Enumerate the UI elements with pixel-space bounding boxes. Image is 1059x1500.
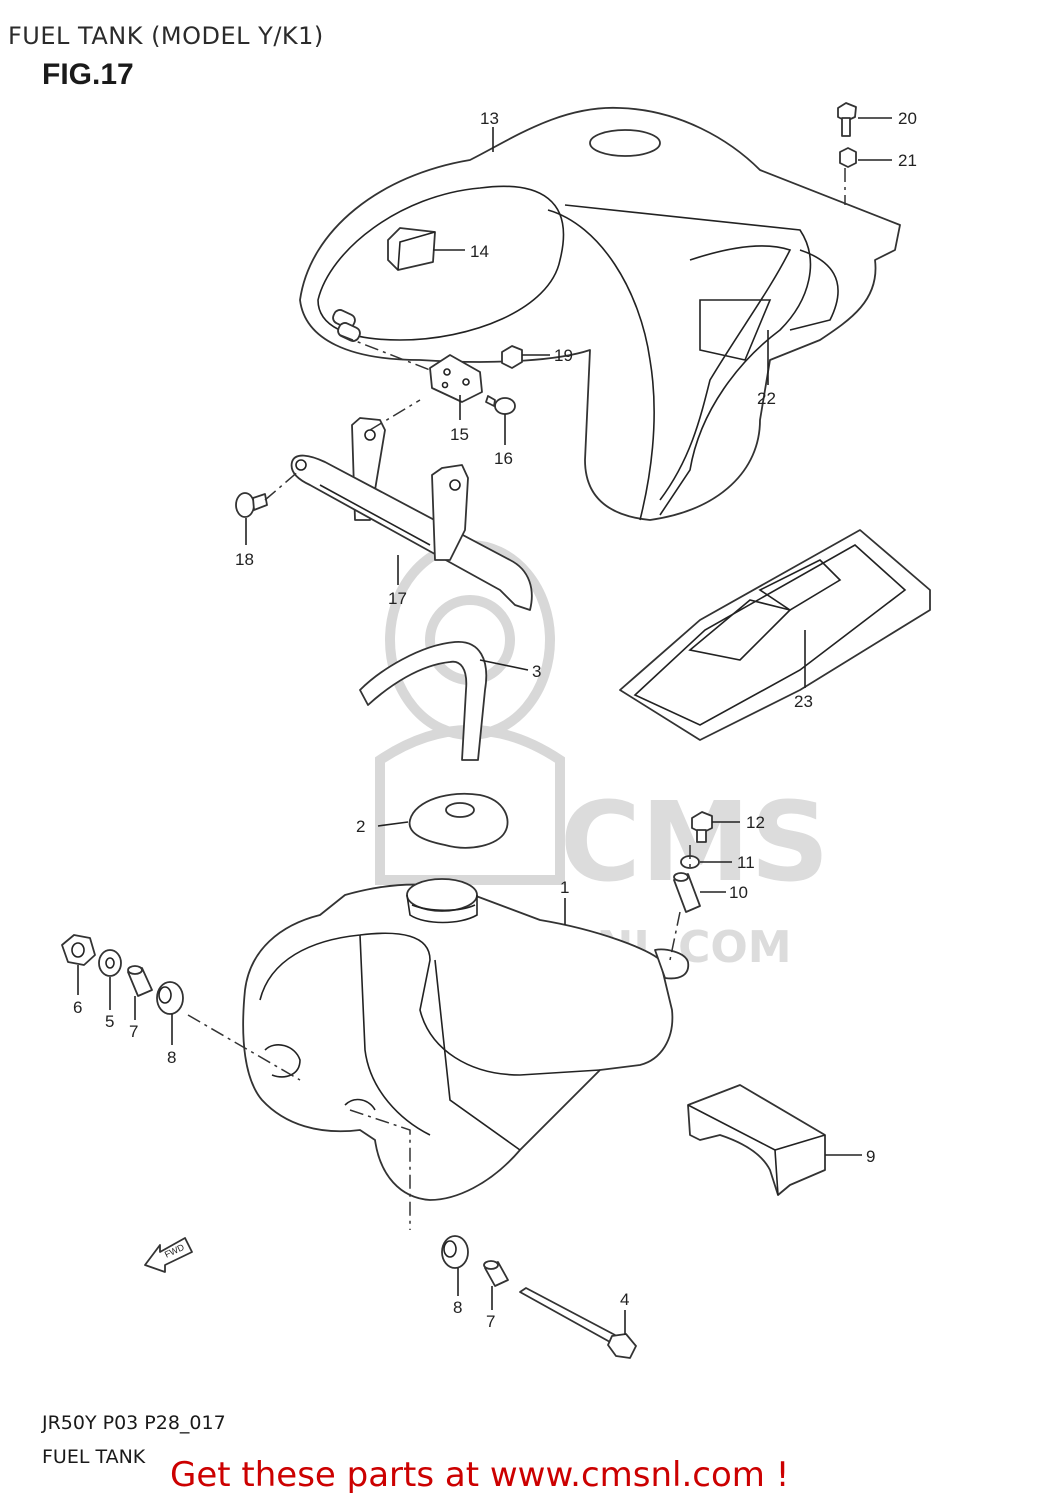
part-23-decal[interactable]: [619, 529, 931, 741]
part-8-grommet-b[interactable]: [441, 1235, 469, 1269]
part-14-sponge[interactable]: [387, 227, 436, 271]
callout-2: 2: [356, 817, 365, 836]
part-7-collar-a[interactable]: [127, 965, 153, 997]
callout-18: 18: [235, 550, 254, 569]
part-10-collar[interactable]: [673, 872, 701, 913]
callout-20: 20: [898, 109, 917, 128]
part-16-screw[interactable]: [485, 395, 516, 415]
callout-22: 22: [757, 389, 776, 408]
alignment-lines: [187, 168, 846, 1230]
part-21-collar[interactable]: [839, 147, 857, 168]
part-4-bolt[interactable]: [519, 1287, 637, 1359]
part-1-fuel-tank[interactable]: [242, 878, 690, 1201]
callout-12: 12: [746, 813, 765, 832]
part-12-bolt[interactable]: [691, 811, 713, 843]
callout-7a: 7: [129, 1022, 138, 1041]
callout-23: 23: [794, 692, 813, 711]
diagram-caption: FUEL TANK: [42, 1446, 146, 1468]
callout-16: 16: [494, 449, 513, 468]
callout-labels: 13 20 21 14 19 15 16 22 18 17 3 23 2 12 …: [73, 109, 917, 1331]
part-15-bracket[interactable]: [429, 354, 483, 403]
callout-5: 5: [105, 1012, 114, 1031]
diagram-code: JR50Y P03 P28_017: [42, 1412, 226, 1434]
part-9-clamp[interactable]: [687, 1084, 826, 1196]
part-6-nut[interactable]: [61, 934, 96, 966]
part-5-washer[interactable]: [98, 949, 122, 977]
part-18-screw[interactable]: [235, 492, 268, 518]
callout-8a: 8: [167, 1048, 176, 1067]
watermark-brand: CMS: [560, 778, 829, 906]
fwd-arrow-icon: FWD: [144, 1237, 193, 1273]
callout-11: 11: [737, 853, 755, 872]
part-7-collar-b[interactable]: [483, 1260, 509, 1287]
callout-10: 10: [729, 883, 748, 902]
callout-6: 6: [73, 998, 82, 1017]
part-19-nut[interactable]: [501, 345, 523, 369]
part-20-bolt[interactable]: [837, 102, 857, 137]
callout-3: 3: [532, 662, 541, 681]
part-13-front-cover[interactable]: [299, 107, 901, 521]
callout-9: 9: [866, 1147, 875, 1166]
callout-17: 17: [388, 589, 407, 608]
promo-link[interactable]: Get these parts at www.cmsnl.com !: [170, 1455, 790, 1495]
diagram-title: FUEL TANK (MODEL Y/K1): [8, 22, 324, 50]
leader-lines: [77, 117, 892, 1335]
callout-13: 13: [480, 109, 499, 128]
part-2-cap[interactable]: [408, 792, 509, 849]
callout-19: 19: [554, 346, 573, 365]
callout-1: 1: [560, 878, 569, 897]
callout-14: 14: [470, 242, 489, 261]
callout-4: 4: [620, 1290, 629, 1309]
callout-21: 21: [898, 151, 917, 170]
callout-7b: 7: [486, 1312, 495, 1331]
figure-number: FIG.17: [42, 58, 134, 91]
part-17-stay[interactable]: [290, 417, 533, 611]
callout-8b: 8: [453, 1298, 462, 1317]
part-8-grommet-a[interactable]: [156, 981, 184, 1015]
callout-15: 15: [450, 425, 469, 444]
part-3-hose[interactable]: [359, 641, 488, 761]
part-22-decal[interactable]: [659, 245, 839, 501]
